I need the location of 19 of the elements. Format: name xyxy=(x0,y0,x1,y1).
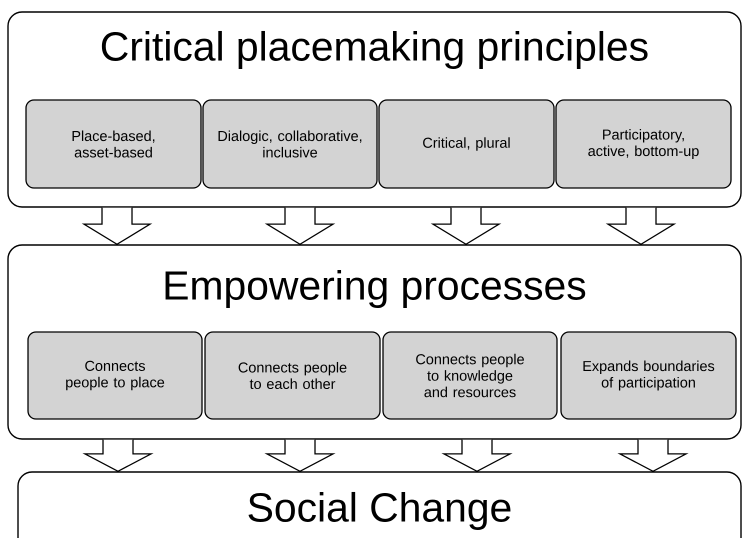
block-arrow xyxy=(264,439,336,472)
title-text: Social Change xyxy=(248,492,510,530)
principle-box: Critical, plural xyxy=(378,99,555,189)
principle-box: Connects people to place xyxy=(27,331,203,420)
principle-box: Participatory, active, bottom-up xyxy=(555,99,732,189)
principle-box: Expands boundaries of participation xyxy=(560,331,737,420)
block-arrow xyxy=(82,207,152,246)
principle-box: Dialogic, collaborative, inclusive xyxy=(202,99,378,189)
title-text: Empowering processes xyxy=(166,270,586,308)
title-text: Critical placemaking principles xyxy=(102,30,648,70)
block-arrow xyxy=(82,439,154,472)
block-arrow xyxy=(441,439,513,472)
principle-box: Connects people to each other xyxy=(204,331,381,420)
principle-box: Place-based, asset-based xyxy=(25,99,202,189)
block-arrow xyxy=(264,207,336,246)
block-arrow xyxy=(606,207,676,246)
principle-box: Connects people to knowledge and resources xyxy=(382,331,558,420)
block-arrow xyxy=(430,207,502,246)
block-arrow xyxy=(617,439,689,472)
